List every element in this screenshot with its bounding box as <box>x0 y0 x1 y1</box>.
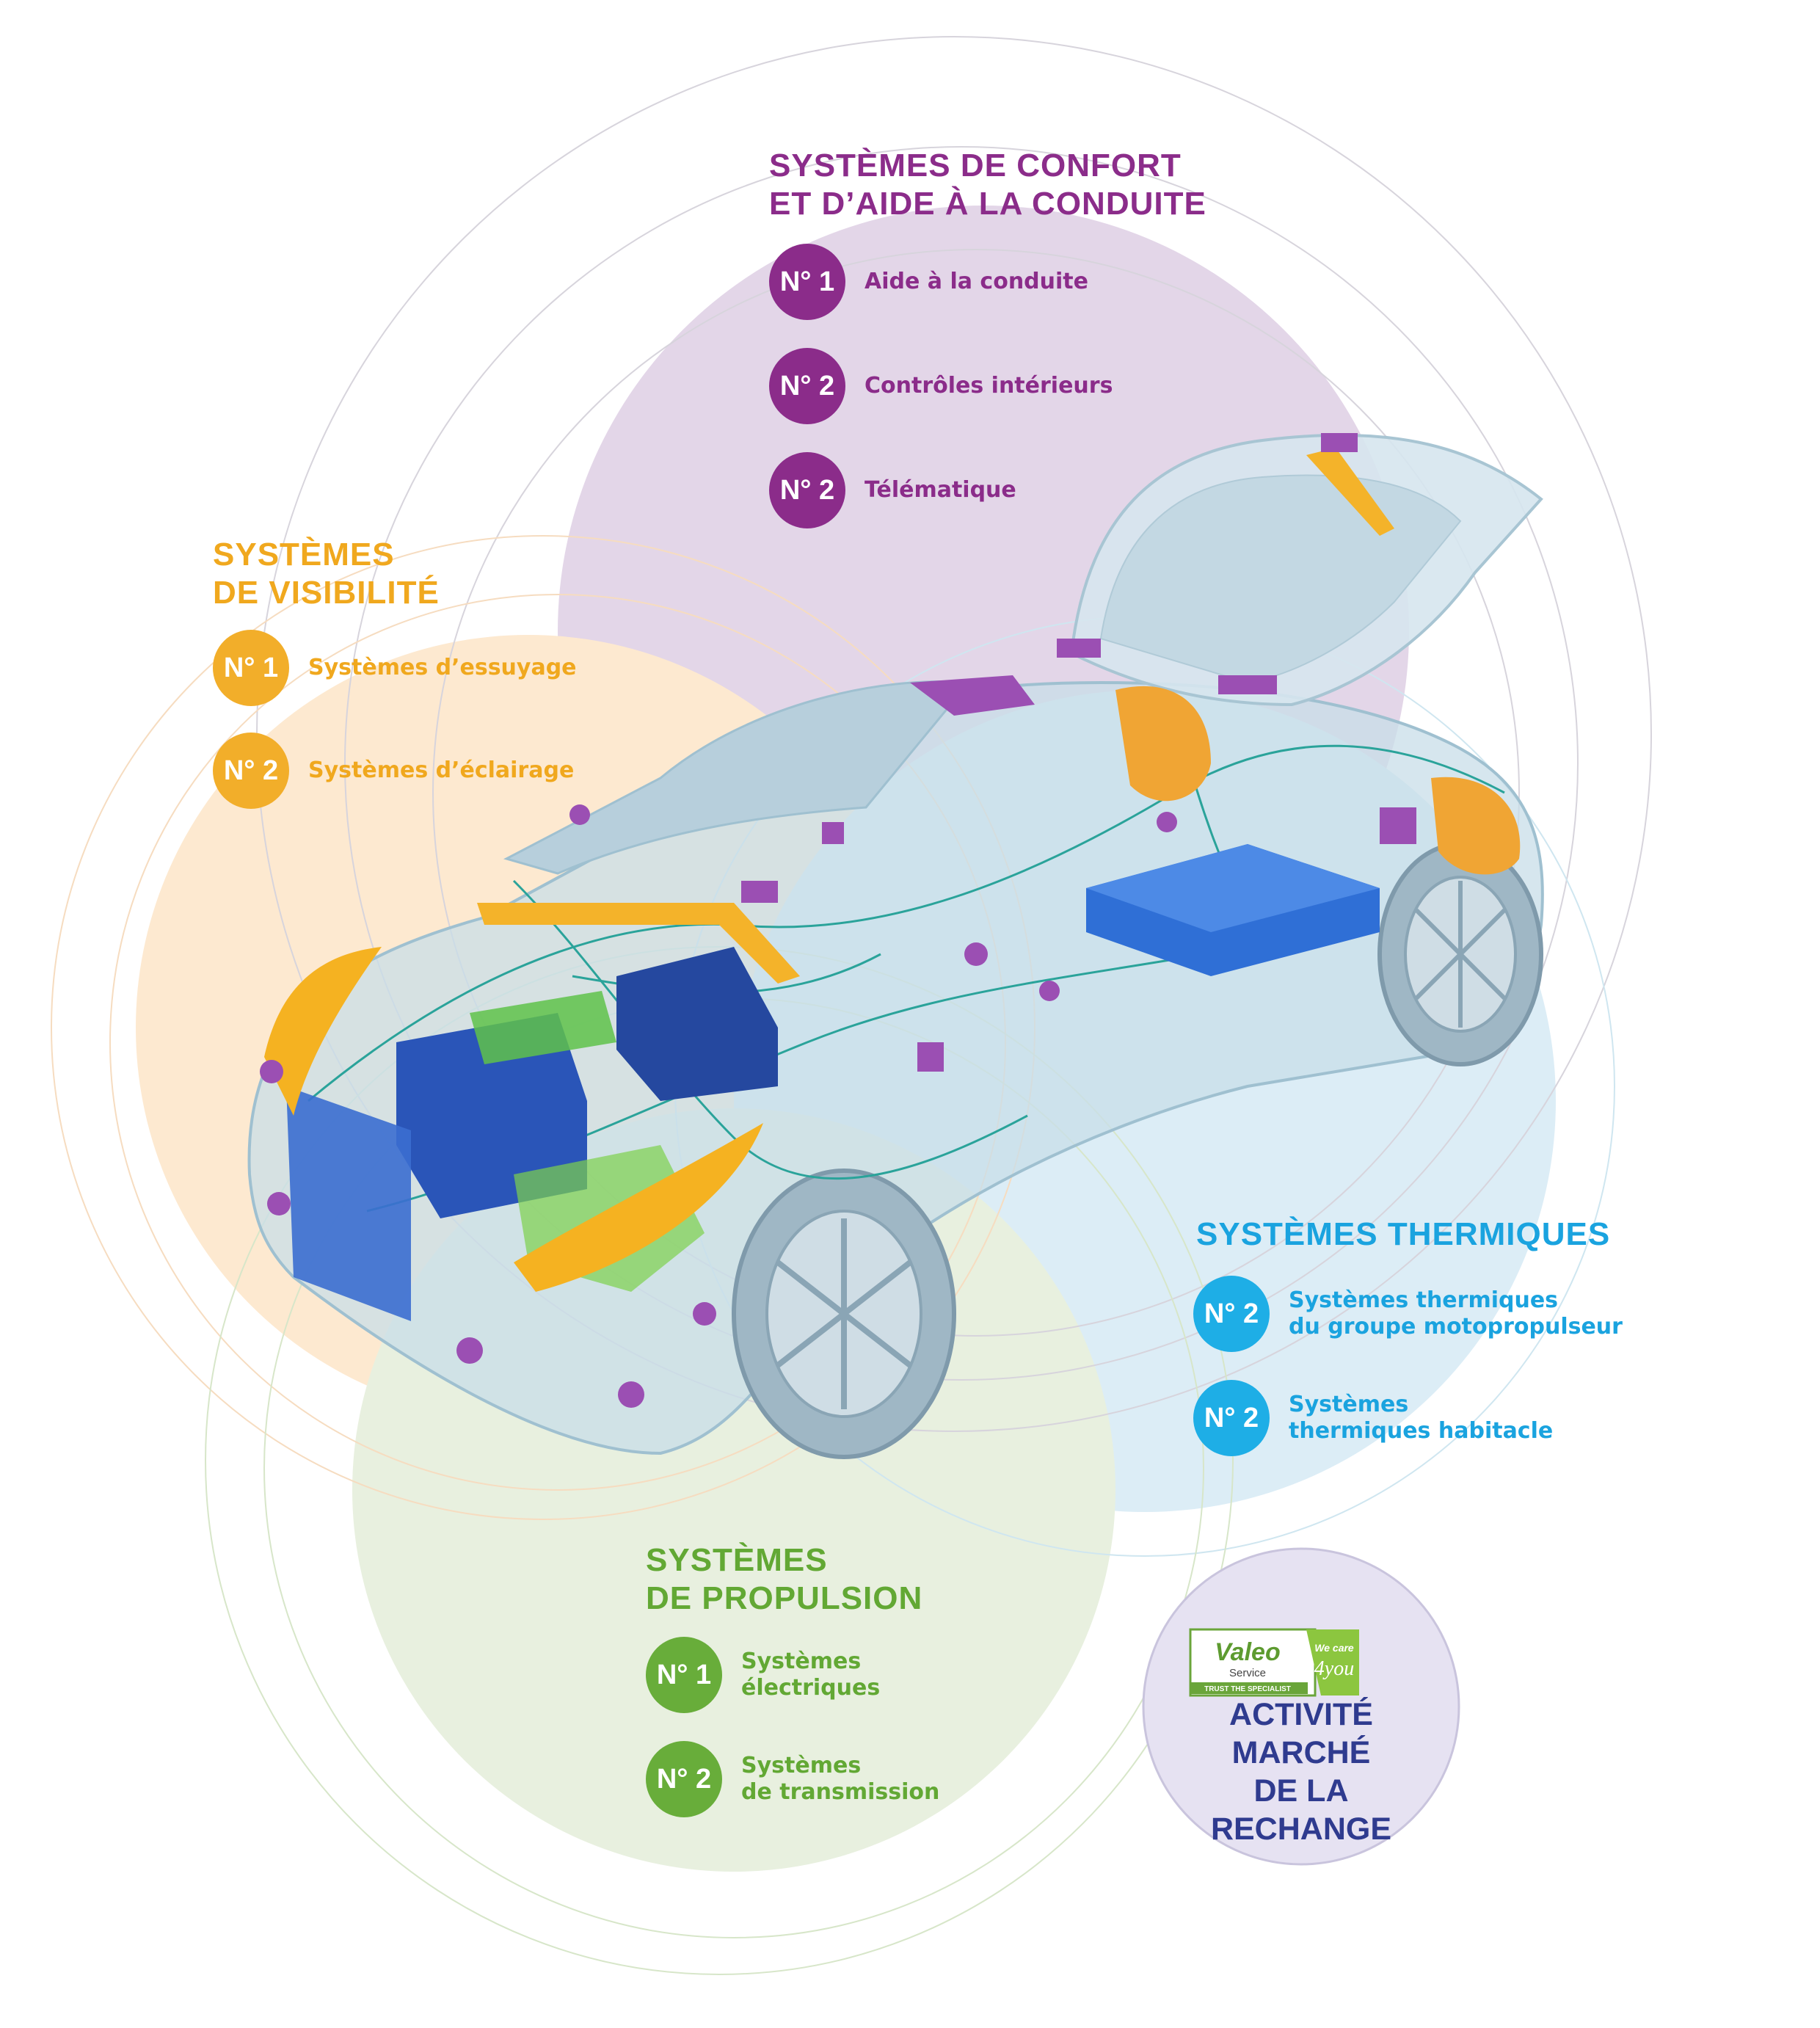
item-label: Systèmes d’éclairage <box>308 757 575 783</box>
propulsion-title-line: SYSTÈMES <box>646 1542 828 1578</box>
rank-badge: N° 2 <box>769 452 845 528</box>
aftermarket-title-line: ACTIVITÉ MARCHÉ <box>1229 1697 1373 1770</box>
valeo-slogan-a: We care <box>1314 1642 1354 1654</box>
visibility-title: SYSTÈMES DE VISIBILITÉ <box>213 536 440 612</box>
item-label: Aide à la conduite <box>864 269 1088 294</box>
item-label: thermiques habitacle <box>1289 1418 1554 1444</box>
item-label: Systèmes d’essuyage <box>308 655 577 680</box>
propulsion-title-line: DE PROPULSION <box>646 1580 923 1616</box>
item-label: Systèmes <box>741 1649 862 1674</box>
item-label: Systèmes thermiques <box>1289 1287 1559 1313</box>
propulsion-item: N° 1 Systèmes électriques <box>646 1637 880 1713</box>
comfort-title: SYSTÈMES DE CONFORT ET D’AIDE À LA CONDU… <box>769 147 1206 223</box>
item-label: du groupe motopropulseur <box>1289 1314 1623 1340</box>
comfort-title-line: SYSTÈMES DE CONFORT <box>769 148 1182 183</box>
valeo-tagline: TRUST THE SPECIALIST <box>1204 1685 1291 1693</box>
rank-badge: N° 2 <box>646 1741 722 1817</box>
aftermarket-title: ACTIVITÉ MARCHÉ DE LA RECHANGE <box>1165 1696 1437 1848</box>
car-illustration <box>247 433 1544 1459</box>
valeo-service: Service <box>1229 1667 1266 1679</box>
comfort-title-line: ET D’AIDE À LA CONDUITE <box>769 186 1206 222</box>
rank-badge: N° 1 <box>213 630 289 706</box>
valeo-brand: Valeo <box>1215 1638 1280 1666</box>
item-label: Systèmes <box>741 1753 862 1778</box>
rank-badge: N° 2 <box>769 348 845 424</box>
visibility-item: N° 2 Systèmes d’éclairage <box>213 733 574 809</box>
item-label: électriques <box>741 1675 881 1701</box>
thermal-title: SYSTÈMES THERMIQUES <box>1196 1215 1610 1254</box>
thermal-item: N° 2 Systèmes thermiques du groupe motop… <box>1193 1276 1623 1352</box>
rank-badge: N° 2 <box>1193 1276 1270 1352</box>
valeo-logo: Valeo Service TRUST THE SPECIALIST We ca… <box>1189 1628 1359 1697</box>
comfort-item: N° 1 Aide à la conduite <box>769 244 1088 320</box>
item-label: de transmission <box>741 1779 940 1805</box>
aftermarket-circle <box>1142 1547 1460 1866</box>
rank-badge: N° 2 <box>213 733 289 809</box>
rank-badge: N° 1 <box>646 1637 722 1713</box>
comfort-item: N° 2 Contrôles intérieurs <box>769 348 1113 424</box>
thermal-item: N° 2 Systèmes thermiques habitacle <box>1193 1380 1553 1456</box>
item-label: Télématique <box>864 477 1016 503</box>
visibility-title-line: SYSTÈMES <box>213 537 395 573</box>
visibility-item: N° 1 Systèmes d’essuyage <box>213 630 577 706</box>
propulsion-title: SYSTÈMES DE PROPULSION <box>646 1541 922 1618</box>
visibility-title-line: DE VISIBILITÉ <box>213 575 440 611</box>
thermal-title-line: SYSTÈMES THERMIQUES <box>1196 1216 1611 1252</box>
item-label: Contrôles intérieurs <box>864 373 1113 399</box>
item-label: Systèmes <box>1289 1392 1409 1417</box>
valeo-slogan-b: 4you <box>1314 1657 1354 1680</box>
propulsion-item: N° 2 Systèmes de transmission <box>646 1741 939 1817</box>
comfort-item: N° 2 Télématique <box>769 452 1016 528</box>
rank-badge: N° 1 <box>769 244 845 320</box>
rank-badge: N° 2 <box>1193 1380 1270 1456</box>
aftermarket-title-line: DE LA RECHANGE <box>1210 1773 1392 1847</box>
